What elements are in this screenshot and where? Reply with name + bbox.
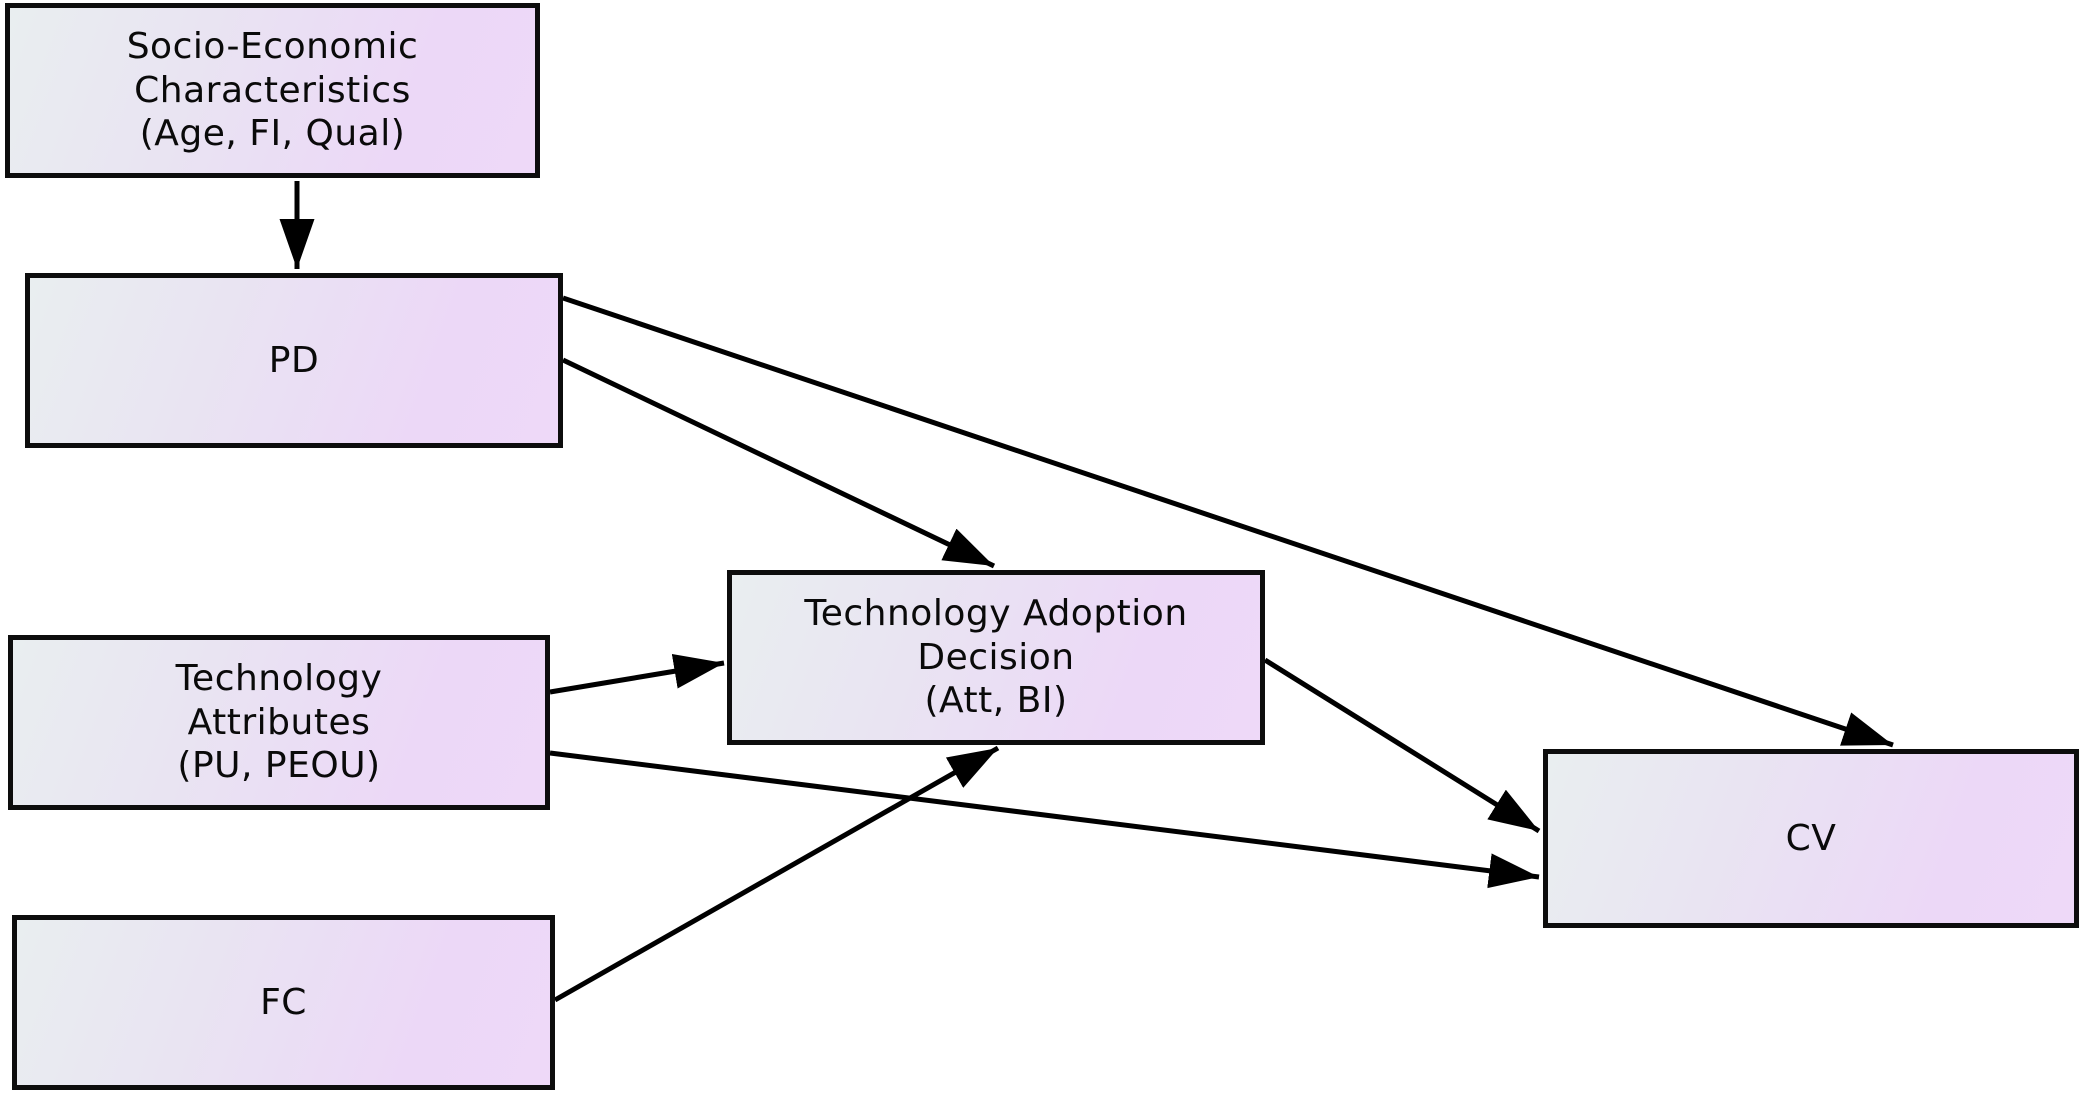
arrow-pd-to-cv [562,295,1894,748]
node-technology-attributes: Technology Attributes (PU, PEOU) [8,635,550,810]
node-pd: PD [25,273,563,448]
node-cv-label: CV [1785,817,1837,859]
arrow-pd-to-technology-adoption-decision [561,357,996,569]
arrow-fc-to-technology-adoption-decision [553,745,1000,1003]
node-pd-label: PD [268,339,320,381]
node-technology-adoption-decision: Technology Adoption Decision (Att, BI) [727,570,1265,745]
node-socio-economic-characteristics-label: Socio-Economic Characteristics (Age, FI,… [126,25,419,155]
node-technology-adoption-decision-label: Technology Adoption Decision (Att, BI) [804,592,1188,722]
arrow-technology-attributes-to-technology-adoption-decision [549,653,725,695]
node-fc: FC [12,915,555,1090]
arrow-technology-attributes-to-cv [549,750,1540,889]
node-fc-label: FC [260,981,307,1023]
node-technology-attributes-label: Technology Attributes (PU, PEOU) [175,657,383,787]
node-socio-economic-characteristics: Socio-Economic Characteristics (Age, FI,… [5,3,540,178]
node-cv: CV [1543,749,2079,928]
arrow-technology-adoption-decision-to-cv [1263,657,1541,834]
